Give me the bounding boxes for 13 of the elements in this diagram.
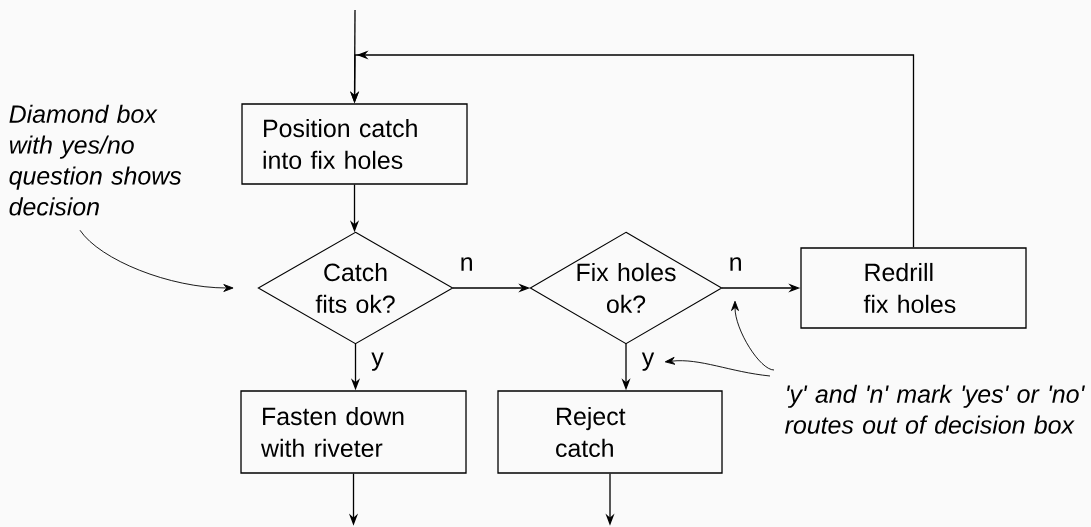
annotation-text: Diamond box with yes/no question shows decision xyxy=(9,104,182,216)
edge-label: y xyxy=(371,352,384,371)
process-box: Fasten down with riveter xyxy=(240,390,467,474)
leader-arrow xyxy=(664,356,771,377)
edge-label: n xyxy=(461,257,472,271)
process-box: Reject catch xyxy=(497,390,723,474)
annotation-text: 'y' and 'n' mark 'yes' or 'no' routes out of decision box xyxy=(785,384,1085,434)
edge-label: n xyxy=(730,257,741,271)
leader-arrow xyxy=(79,229,234,292)
edge-label: y xyxy=(641,352,655,371)
leader-arrow xyxy=(731,300,775,371)
process-box: Position catch into fix holes xyxy=(241,103,468,185)
process-box: Redrill fix holes xyxy=(800,247,1027,329)
